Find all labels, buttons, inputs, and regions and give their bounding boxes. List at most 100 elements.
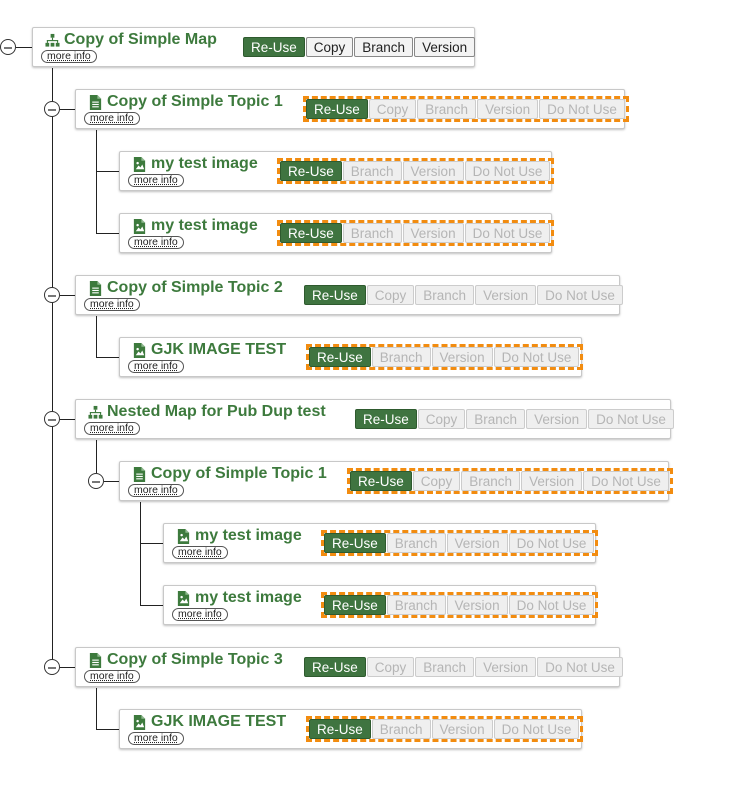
re-use-button[interactable]: Re-Use: [304, 285, 366, 305]
node-title[interactable]: Copy of Simple Topic 2: [88, 279, 283, 297]
copy-button[interactable]: Copy: [366, 657, 415, 677]
re-use-button[interactable]: Re-Use: [350, 471, 412, 491]
copy-button[interactable]: Copy: [417, 409, 466, 429]
more-info-button[interactable]: more info: [128, 236, 184, 249]
branch-button[interactable]: Branch: [415, 657, 475, 677]
version-button[interactable]: Version: [526, 409, 588, 429]
branch-button[interactable]: Branch: [371, 719, 431, 739]
re-use-button[interactable]: Re-Use: [309, 719, 371, 739]
more-info-button[interactable]: more info: [84, 670, 140, 683]
node-title[interactable]: Copy of Simple Map: [45, 31, 217, 49]
version-button[interactable]: Version: [477, 99, 539, 119]
version-button[interactable]: Version: [431, 719, 493, 739]
re-use-button[interactable]: Re-Use: [243, 37, 305, 57]
node-title-text: Copy of Simple Topic 2: [107, 279, 283, 296]
more-info-button[interactable]: more info: [128, 360, 184, 373]
more-info-button[interactable]: more info: [128, 732, 184, 745]
branch-button[interactable]: Branch: [461, 471, 521, 491]
version-button[interactable]: Version: [431, 347, 493, 367]
more-info-button[interactable]: more info: [84, 422, 140, 435]
collapse-toggle-icon[interactable]: [44, 411, 60, 427]
branch-button[interactable]: Branch: [342, 161, 402, 181]
do-not-use-button[interactable]: Do Not Use: [539, 99, 625, 119]
re-use-button[interactable]: Re-Use: [355, 409, 417, 429]
do-not-use-button[interactable]: Do Not Use: [464, 223, 551, 243]
re-use-button[interactable]: Re-Use: [309, 347, 371, 367]
collapse-toggle-icon[interactable]: [88, 473, 104, 489]
branch-button[interactable]: Branch: [342, 223, 402, 243]
node-title-text: my test image: [151, 155, 258, 172]
do-not-use-button[interactable]: Do Not Use: [493, 347, 580, 367]
do-not-use-button[interactable]: Do Not Use: [588, 409, 674, 429]
more-info-button[interactable]: more info: [41, 50, 97, 63]
node-title[interactable]: GJK IMAGE TEST: [132, 341, 286, 359]
map-icon: [88, 405, 103, 420]
branch-button[interactable]: Branch: [386, 595, 446, 615]
do-not-use-button[interactable]: Do Not Use: [537, 657, 623, 677]
node-title[interactable]: my test image: [176, 527, 302, 545]
version-button[interactable]: Version: [475, 285, 537, 305]
branch-button[interactable]: Branch: [371, 347, 431, 367]
do-not-use-button[interactable]: Do Not Use: [583, 471, 669, 491]
re-use-button[interactable]: Re-Use: [280, 223, 342, 243]
image-icon: [132, 714, 147, 730]
do-not-use-button[interactable]: Do Not Use: [508, 533, 595, 553]
node-title[interactable]: Copy of Simple Topic 1: [88, 93, 283, 111]
branch-button[interactable]: Branch: [417, 99, 477, 119]
node-title[interactable]: Copy of Simple Topic 3: [88, 651, 283, 669]
re-use-button[interactable]: Re-Use: [304, 657, 366, 677]
re-use-button[interactable]: Re-Use: [306, 99, 368, 119]
version-button[interactable]: Version: [446, 533, 508, 553]
copy-button[interactable]: Copy: [366, 285, 415, 305]
collapse-toggle-icon[interactable]: [44, 101, 60, 117]
more-info-button[interactable]: more info: [172, 608, 228, 621]
do-not-use-button[interactable]: Do Not Use: [464, 161, 551, 181]
collapse-toggle-icon[interactable]: [44, 659, 60, 675]
more-info-button[interactable]: more info: [128, 174, 184, 187]
tree-connector-line: [96, 729, 119, 730]
node-title[interactable]: my test image: [132, 155, 258, 173]
node-title-text: my test image: [195, 589, 302, 606]
node-title[interactable]: my test image: [132, 217, 258, 235]
copy-button[interactable]: Copy: [412, 471, 461, 491]
node-title[interactable]: Copy of Simple Topic 1: [132, 465, 327, 483]
version-button[interactable]: Version: [402, 161, 464, 181]
collapse-toggle-icon[interactable]: [0, 39, 16, 55]
branch-button[interactable]: Branch: [415, 285, 475, 305]
more-info-button[interactable]: more info: [172, 546, 228, 559]
version-button[interactable]: Version: [521, 471, 583, 491]
node-title[interactable]: Nested Map for Pub Dup test: [88, 403, 326, 421]
re-use-button[interactable]: Re-Use: [324, 533, 386, 553]
do-not-use-button[interactable]: Do Not Use: [537, 285, 623, 305]
tree-connector-line: [60, 295, 75, 296]
re-use-button[interactable]: Re-Use: [280, 161, 342, 181]
version-button[interactable]: Version: [446, 595, 508, 615]
tree-connector-line: [96, 233, 119, 234]
copy-button[interactable]: Copy: [368, 99, 417, 119]
version-button[interactable]: Version: [475, 657, 537, 677]
node-title[interactable]: my test image: [176, 589, 302, 607]
version-button[interactable]: Version: [402, 223, 464, 243]
re-use-button[interactable]: Re-Use: [324, 595, 386, 615]
branch-button[interactable]: Branch: [354, 37, 414, 57]
branch-button[interactable]: Branch: [386, 533, 446, 553]
do-not-use-button[interactable]: Do Not Use: [493, 719, 580, 739]
branch-button[interactable]: Branch: [466, 409, 526, 429]
more-info-button[interactable]: more info: [84, 298, 140, 311]
more-info-button[interactable]: more info: [128, 484, 184, 497]
do-not-use-button[interactable]: Do Not Use: [508, 595, 595, 615]
more-info-button[interactable]: more info: [84, 112, 140, 125]
collapse-toggle-icon[interactable]: [44, 287, 60, 303]
copy-button[interactable]: Copy: [305, 37, 354, 57]
node-title[interactable]: GJK IMAGE TEST: [132, 713, 286, 731]
version-button[interactable]: Version: [414, 37, 476, 57]
